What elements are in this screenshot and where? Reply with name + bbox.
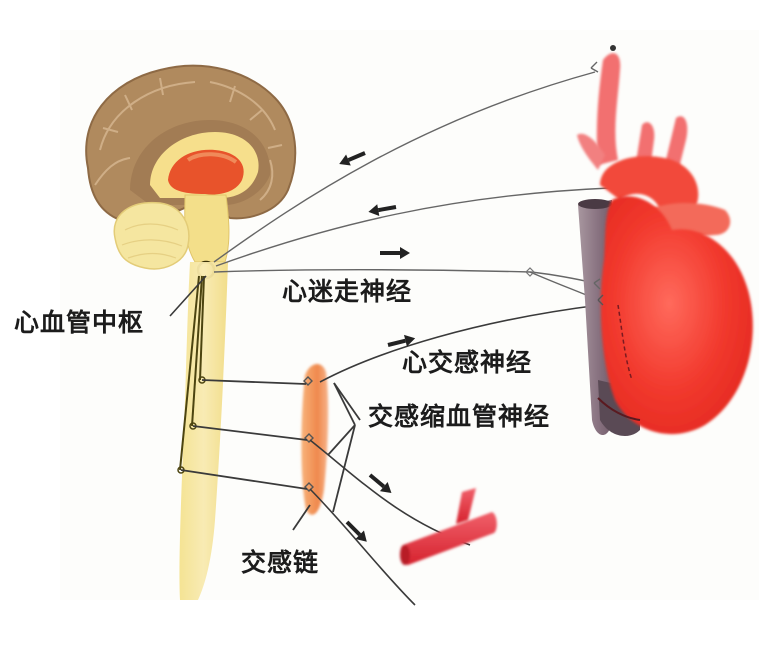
cardiac-sympathetic-nerve <box>319 304 601 383</box>
brain <box>85 64 297 280</box>
preganglionic-fibers <box>180 379 308 490</box>
label-sympathetic-vasoconstrictor-nerve: 交感缩血管神经 <box>368 402 551 431</box>
ventricles <box>600 196 753 435</box>
carotid-artery <box>596 53 621 165</box>
sympathetic-chain <box>301 364 329 515</box>
chain-ganglia <box>303 376 314 492</box>
center-leader-line <box>169 275 207 317</box>
cerebellum <box>113 201 190 270</box>
vasoconstrictor-arrow-2-icon <box>345 520 367 542</box>
label-cardiovascular-center: 心血管中枢 <box>14 308 145 337</box>
vagus-arrow-icon <box>380 247 410 259</box>
vasoconstrictor-arrow-1-icon <box>368 473 392 493</box>
thalamus <box>168 149 244 195</box>
descending-tracts <box>179 275 205 471</box>
afferent-arrow-1-icon <box>339 151 366 166</box>
afferent-nerve-1 <box>213 71 596 263</box>
vasoconstrictor-nerve-2 <box>309 488 416 606</box>
label-cardiac-sympathetic-nerve: 心交感神经 <box>402 348 533 377</box>
heart <box>577 45 753 436</box>
brainstem <box>184 194 230 263</box>
gyri <box>94 77 283 201</box>
vagus-nerve <box>213 268 596 284</box>
direction-arrows <box>339 151 416 542</box>
afferent-arrow-2-icon <box>368 204 397 217</box>
label-vagus-nerve: 心迷走神经 <box>282 277 413 306</box>
aortic-arch <box>600 156 699 215</box>
label-sympathetic-chain: 交感链 <box>241 548 320 577</box>
afferent-nerve-2 <box>215 187 611 267</box>
chain-leader-line <box>292 504 311 531</box>
cardiac-sympathetic-arrow-icon <box>387 334 416 347</box>
blood-vessel <box>400 488 497 565</box>
